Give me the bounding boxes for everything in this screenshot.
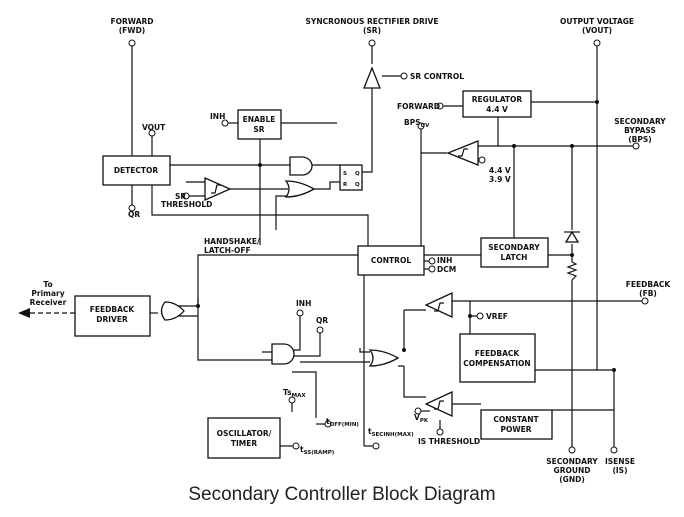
- svg-text:FEEDBACK: FEEDBACK: [90, 305, 136, 314]
- svg-text:(IS): (IS): [612, 466, 627, 475]
- and-gate-osc: [271, 343, 295, 365]
- pin-forward-label: FORWARD: [110, 17, 153, 26]
- or-gate-driver: [160, 301, 185, 321]
- svg-text:4.4 V: 4.4 V: [489, 166, 511, 175]
- pin-is-label: ISENSE: [605, 457, 635, 466]
- svg-text:OSCILLATOR/: OSCILLATOR/: [217, 429, 272, 438]
- or-gate-osc: [368, 349, 400, 367]
- svg-text:FEEDBACK: FEEDBACK: [475, 349, 521, 358]
- svg-text:3.9 V: 3.9 V: [489, 175, 511, 184]
- secondary-latch-block: SECONDARY LATCH: [480, 237, 549, 268]
- sr-buffer: [363, 66, 381, 89]
- svg-text:IS THRESHOLD: IS THRESHOLD: [418, 437, 480, 446]
- svg-text:(SR): (SR): [363, 26, 381, 35]
- pin-sr-label: SYNCRONOUS RECTIFIER DRIVE: [306, 17, 439, 26]
- diagram-caption: Secondary Controller Block Diagram: [188, 484, 496, 505]
- bps-uv-comparator: [446, 140, 479, 166]
- svg-text:Primary: Primary: [31, 289, 64, 298]
- resistor: [566, 261, 578, 281]
- svg-text:VOUT: VOUT: [142, 123, 166, 132]
- detector-block: DETECTOR: [102, 155, 171, 186]
- svg-text:R: R: [343, 182, 348, 188]
- oscillator-timer-block: OSCILLATOR/ TIMER: [207, 417, 281, 459]
- svg-text:S: S: [343, 171, 347, 177]
- svg-text:QR: QR: [128, 210, 140, 219]
- feedback-compensation-block: FEEDBACK COMPENSATION: [459, 333, 536, 383]
- svg-text:(VOUT): (VOUT): [582, 26, 612, 35]
- pin-bps-label: SECONDARY: [614, 117, 666, 126]
- svg-text:4.4 V: 4.4 V: [486, 105, 508, 114]
- svg-text:INH: INH: [210, 112, 225, 121]
- svg-text:HANDSHAKE/: HANDSHAKE/: [204, 237, 260, 246]
- svg-text:THRESHOLD: THRESHOLD: [161, 200, 212, 209]
- sr-threshold-comparator: [204, 177, 232, 201]
- svg-text:TIMER: TIMER: [231, 439, 257, 448]
- svg-text:VPK: VPK: [414, 413, 429, 424]
- pin-fb-label: FEEDBACK: [626, 280, 672, 289]
- arrow-to-primary: [18, 308, 30, 318]
- svg-text:VREF: VREF: [486, 312, 508, 321]
- svg-text:(BPS): (BPS): [628, 135, 651, 144]
- svg-text:ENABLE: ENABLE: [243, 115, 276, 124]
- svg-text:COMPENSATION: COMPENSATION: [463, 359, 530, 368]
- svg-text:(GND): (GND): [559, 475, 585, 484]
- svg-text:DCM: DCM: [437, 265, 456, 274]
- svg-text:SR CONTROL: SR CONTROL: [410, 72, 464, 81]
- svg-text:Receiver: Receiver: [30, 298, 67, 307]
- svg-text:(FB): (FB): [639, 289, 657, 298]
- svg-text:SECONDARY: SECONDARY: [488, 243, 540, 252]
- svg-text:tOFF(MIN): tOFF(MIN): [326, 417, 359, 428]
- svg-text:GROUND: GROUND: [554, 466, 591, 475]
- svg-text:CONSTANT: CONSTANT: [493, 415, 539, 424]
- svg-text:SR: SR: [175, 192, 186, 201]
- svg-text:(FWD): (FWD): [119, 26, 145, 35]
- svg-text:DRIVER: DRIVER: [96, 315, 128, 324]
- and-gate-detector: [289, 156, 313, 176]
- svg-text:QR: QR: [316, 316, 328, 325]
- pin-markers: [128, 39, 649, 454]
- pin-labels: FORWARD (FWD) SYNCRONOUS RECTIFIER DRIVE…: [110, 17, 671, 484]
- regulator-block: REGULATOR 4.4 V: [462, 90, 532, 118]
- svg-text:INH: INH: [437, 256, 452, 265]
- pin-vout-label: OUTPUT VOLTAGE: [560, 17, 634, 26]
- svg-text:BPSUV: BPSUV: [404, 118, 430, 129]
- svg-text:tSS(RAMP): tSS(RAMP): [300, 445, 335, 456]
- svg-text:tSECINH(MAX): tSECINH(MAX): [368, 427, 414, 438]
- svg-text:To: To: [43, 280, 52, 289]
- cp-comparator: [424, 390, 453, 418]
- svg-text:POWER: POWER: [500, 425, 531, 434]
- or-gate-threshold: [284, 180, 316, 198]
- svg-text:Q: Q: [355, 171, 360, 177]
- junction-dots: [196, 100, 616, 372]
- control-block: CONTROL: [357, 245, 425, 276]
- detector-label: DETECTOR: [114, 166, 159, 175]
- feedback-driver-block: FEEDBACK DRIVER: [74, 295, 151, 337]
- pin-gnd-label: SECONDARY: [546, 457, 598, 466]
- constant-power-block: CONSTANT POWER: [480, 409, 553, 440]
- signal-labels: SR CONTROL INH VOUT QR SR THRESHOLD FORW…: [30, 72, 511, 456]
- svg-text:INH: INH: [296, 299, 311, 308]
- svg-text:TsMAX: TsMAX: [283, 388, 306, 399]
- enable-sr-block: ENABLE SR: [237, 109, 282, 140]
- svg-text:Q: Q: [355, 182, 360, 188]
- svg-text:FORWARD: FORWARD: [397, 102, 440, 111]
- svg-text:SR: SR: [253, 125, 264, 134]
- wiring: [28, 43, 645, 450]
- zener-diode: [564, 230, 580, 243]
- svg-text:REGULATOR: REGULATOR: [472, 95, 523, 104]
- svg-text:LATCH-OFF: LATCH-OFF: [204, 246, 251, 255]
- svg-text:BYPASS: BYPASS: [624, 126, 656, 135]
- svg-text:CONTROL: CONTROL: [371, 256, 411, 265]
- sr-latch: S R Q Q: [339, 164, 363, 191]
- svg-text:LATCH: LATCH: [501, 253, 528, 262]
- fb-comparator: [424, 291, 453, 319]
